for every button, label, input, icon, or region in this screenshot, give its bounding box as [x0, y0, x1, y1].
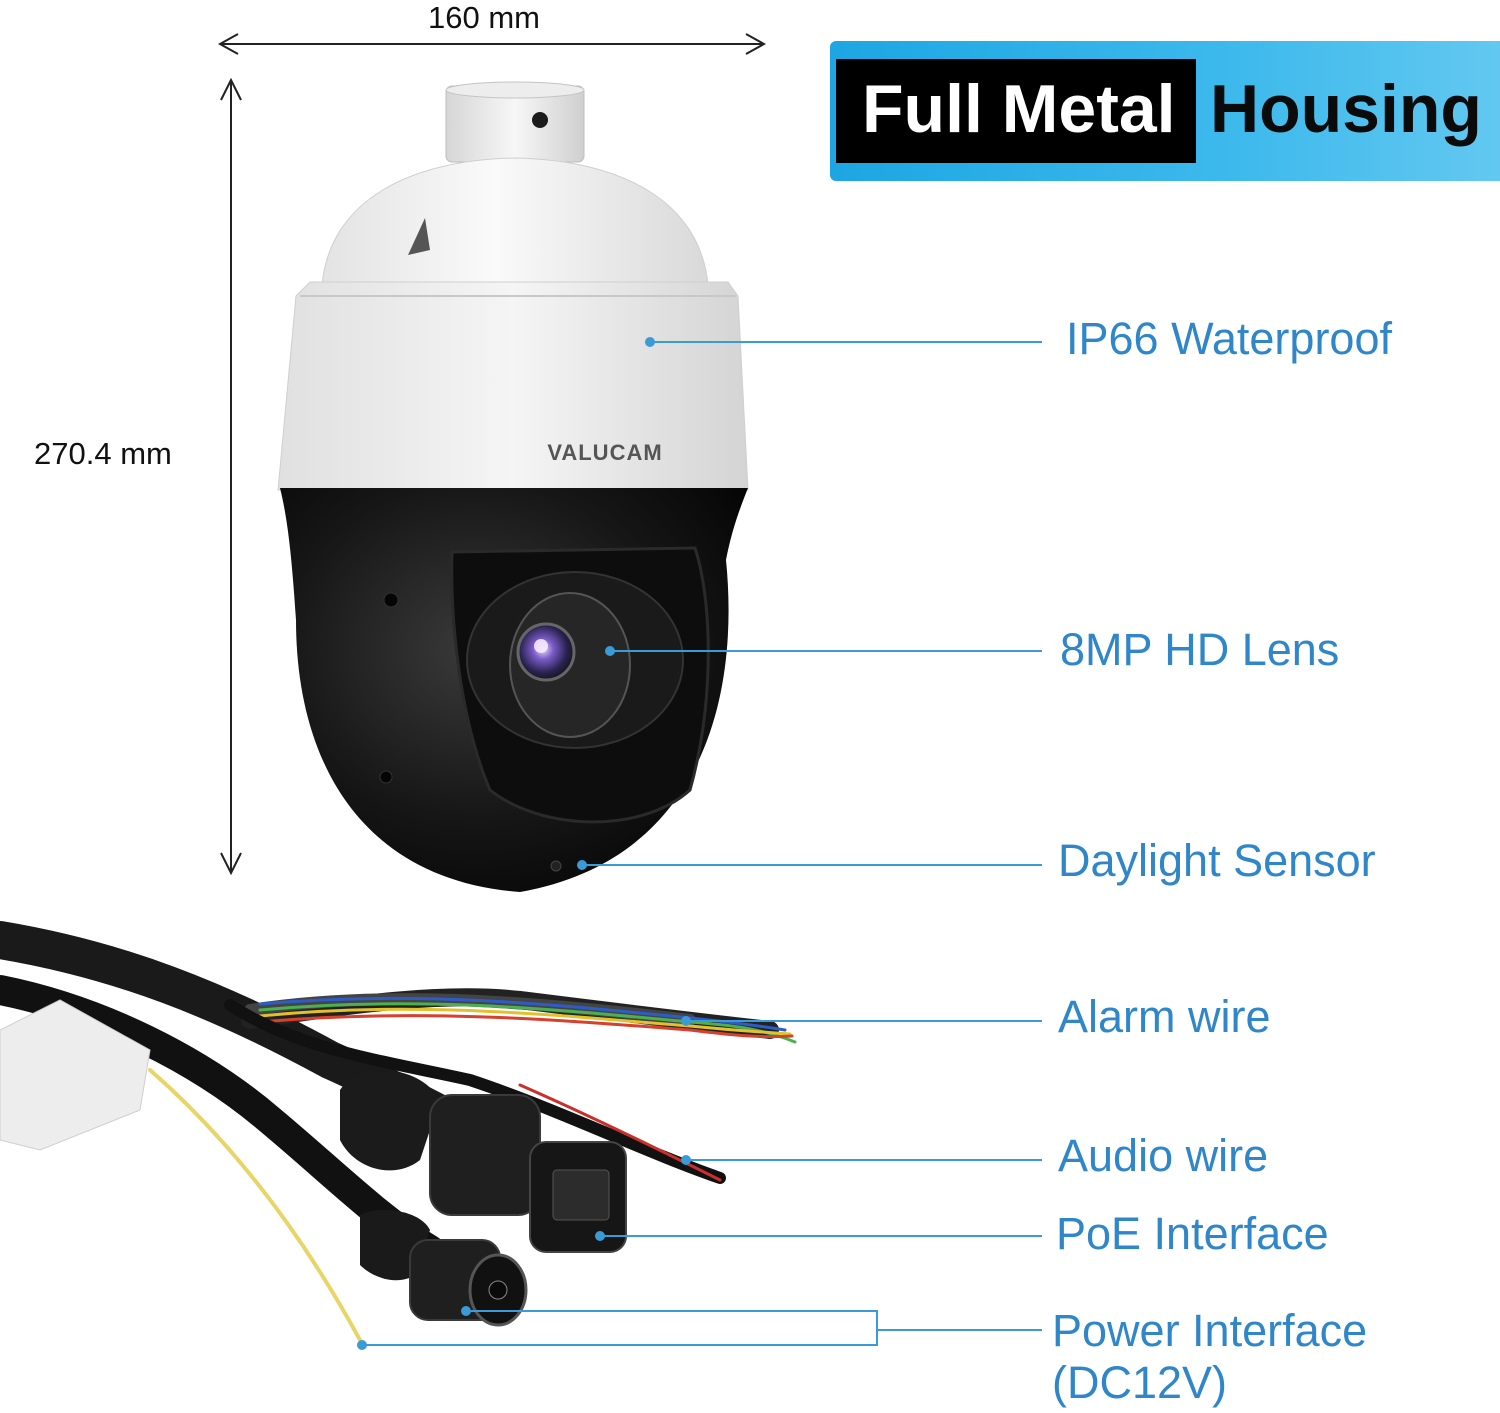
banner-title-part2: Housing [1210, 71, 1482, 147]
brand-logo-text: VALUCAM [547, 440, 662, 465]
callout-audio-wire: Audio wire [1058, 1130, 1269, 1181]
title-banner-highlight [836, 59, 1196, 163]
callout-poe-interface: PoE Interface [1056, 1208, 1329, 1259]
callout-power-interface: Power Interface [1052, 1305, 1368, 1356]
callout-8mp-hd-lens: 8MP HD Lens [1060, 624, 1340, 675]
banner-title-part1: Full Metal [862, 71, 1176, 147]
callout-daylight-sensor: Daylight Sensor [1058, 835, 1376, 886]
callout-alarm-wire: Alarm wire [1058, 991, 1271, 1042]
width-dimension-label: 160 mm [428, 0, 540, 35]
callout-power-voltage: (DC12V) [1052, 1357, 1228, 1408]
callout-ip66-waterproof: IP66 Waterproof [1066, 313, 1392, 364]
height-dimension-label: 270.4 mm [34, 436, 172, 471]
